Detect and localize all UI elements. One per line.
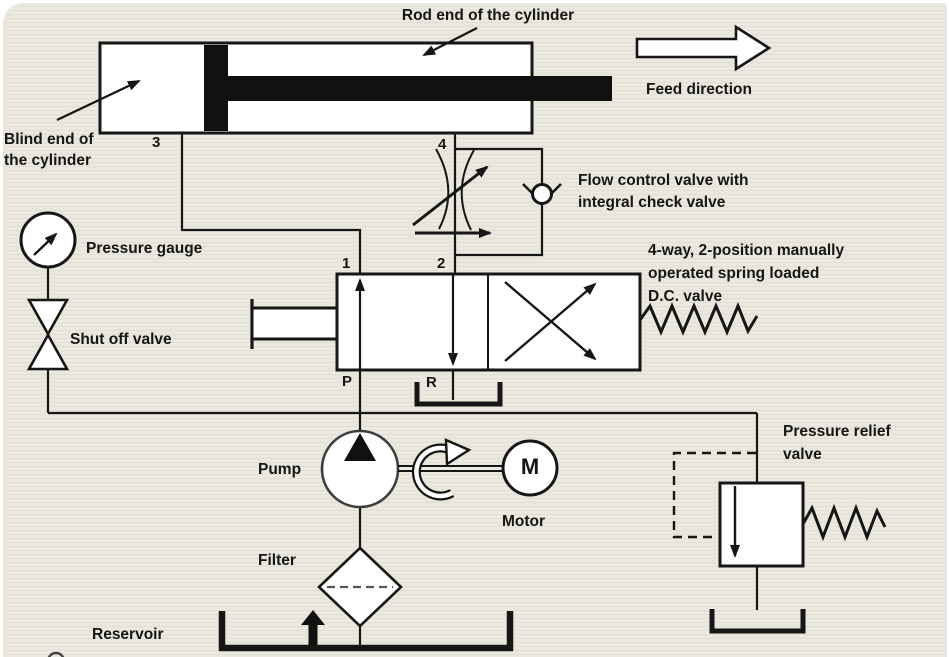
valve-port-1-label: 1 [342,255,351,272]
shutoff-valve-lower-triangle [26,332,70,371]
manual-operator-handle [250,306,339,341]
flow-restrictor-right-curve [460,149,475,231]
shutoff-valve-upper-triangle [26,298,70,337]
check-valve-bypass-line [455,147,544,257]
relief-tank-symbol [709,609,806,634]
line-port3-to-valve1 [180,133,362,274]
feed-direction-arrow [635,24,772,72]
pump-triangle [344,433,376,461]
relief-pilot-dashed-line [672,451,756,539]
dc-valve-label-line1: 4-way, 2-position manually [648,242,845,259]
blind-end-label-line2: the cylinder [4,152,91,169]
filter-label: Filter [258,552,296,569]
rod-end-label: Rod end of the cylinder [401,7,575,24]
page-corner-fragment [47,651,65,657]
flow-control-label-line2: integral check valve [578,194,726,211]
reservoir-arrow-shaft [308,624,318,646]
motor-circle [501,439,559,497]
dc-valve-cross-arrow-2 [504,282,597,362]
dc-valve-cross-arrow-1 [504,281,597,361]
rod-end-pointer-arrow [422,27,478,56]
blind-end-pointer-arrow [56,80,141,121]
cylinder-rod [228,76,612,101]
rotation-arrow-head [444,438,472,467]
valve-tank-symbol [414,382,503,407]
valve-port-2-label: 2 [437,255,446,272]
valve-port-p-label: P [342,373,353,390]
relief-valve-body [718,481,805,568]
blind-end-label-line1: Blind end of [4,131,94,148]
shut-off-valve-label: Shut off valve [70,331,172,348]
rotation-arrow-core [414,445,454,499]
motor-label: Motor [502,513,546,530]
port-3-label: 3 [152,134,161,151]
pressure-gauge-label: Pressure gauge [86,240,203,257]
reservoir-tank [218,611,514,652]
pressure-gauge-needle [33,232,58,256]
cylinder-piston [204,45,228,131]
reservoir-arrow-head [301,610,325,625]
valve-port-r-label: R [426,374,437,391]
flow-restrictor-left-curve [435,148,450,230]
relief-valve-spring [801,503,887,542]
flow-adjust-arrow [412,165,489,227]
pump-label: Pump [258,461,302,478]
pressure-relief-label-line1: Pressure relief [783,423,891,440]
pump-circle [320,429,400,509]
reservoir-label: Reservoir [92,626,164,643]
dc-valve-spring [638,302,759,336]
dc-valve-label-line3: D.C. valve [648,288,723,305]
dc-valve-label-line2: operated spring loaded [648,265,820,282]
check-valve-ball [531,183,553,205]
pressure-relief-label-line2: valve [783,446,822,463]
flow-control-label-line1: Flow control valve with [578,172,749,189]
motor-symbol-label: M [520,454,540,479]
port-4-label: 4 [438,136,447,153]
feed-direction-label: Feed direction [646,81,752,98]
